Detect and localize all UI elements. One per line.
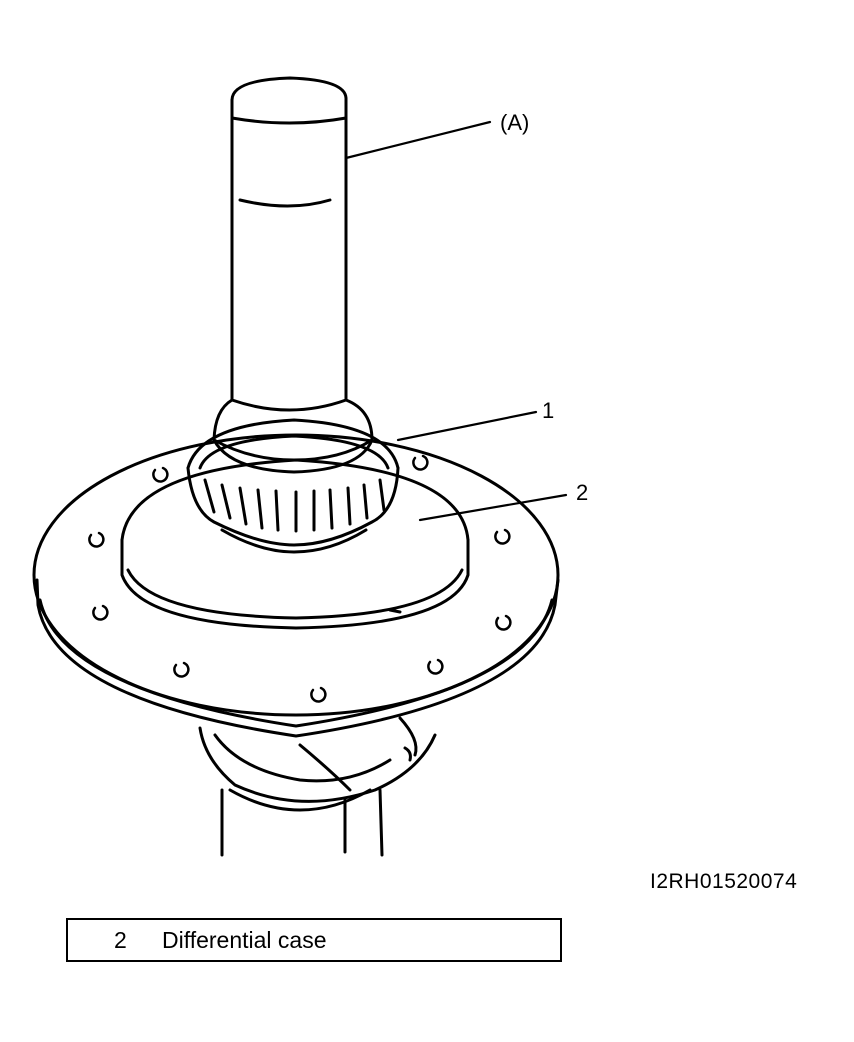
callout-part-1: 1 [542, 398, 554, 423]
figure-id: I2RH01520074 [650, 870, 798, 893]
flange-bolt-holes [88, 454, 512, 703]
callout-part-2: 2 [576, 480, 588, 505]
leader-lines [344, 120, 568, 522]
axle-tube [220, 788, 384, 857]
differential-case-body [198, 716, 437, 803]
leader-2 [418, 493, 568, 522]
flange-disc [32, 433, 560, 738]
installer-tool [212, 76, 374, 474]
leader-a [344, 120, 492, 160]
legend-number: 2 [114, 926, 127, 953]
legend-text: Differential case [162, 926, 327, 953]
leader-1 [396, 410, 538, 442]
roller-bearing [186, 418, 400, 554]
legend-box: 2 Differential case [66, 918, 562, 962]
callout-tool-a: (A) [500, 110, 529, 135]
